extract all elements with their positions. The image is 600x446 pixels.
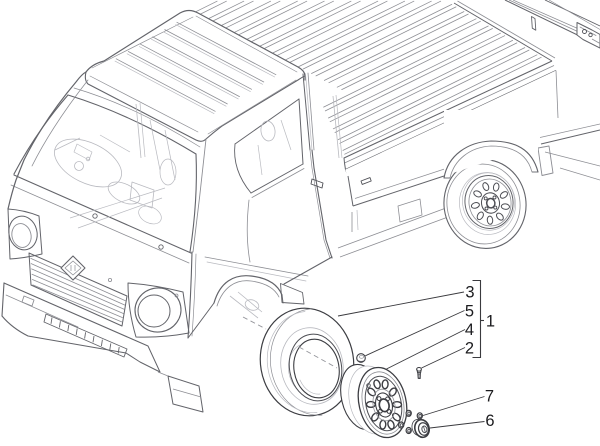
wheel-nuts xyxy=(398,409,423,435)
bed-floor-ribs xyxy=(195,0,542,155)
rear-fender xyxy=(443,110,539,179)
exploded-wheel-assembly xyxy=(259,307,431,439)
cab-fill xyxy=(2,10,332,410)
callout-2: 2 xyxy=(465,340,474,358)
wheel-rim xyxy=(340,363,408,439)
valve-cap xyxy=(356,353,366,363)
callout-5: 5 xyxy=(465,303,474,321)
callout-1: 1 xyxy=(486,313,495,331)
front-grille xyxy=(28,252,128,327)
front-bumper xyxy=(1,282,161,373)
cab-interior-lines xyxy=(54,102,177,229)
cab-roof xyxy=(84,9,306,142)
hub-cap xyxy=(411,418,431,439)
axis-dash-a xyxy=(242,316,267,330)
wheel-bolt xyxy=(416,367,422,379)
callout-4: 4 xyxy=(465,321,474,339)
chassis xyxy=(337,145,600,258)
tire xyxy=(259,307,355,417)
callout-3: 3 xyxy=(465,284,474,302)
front-wheel-arch xyxy=(157,251,305,413)
a-pillar-left xyxy=(7,71,89,210)
cab xyxy=(1,9,343,413)
rim-hole-ring xyxy=(365,379,403,430)
front-lamps xyxy=(7,208,190,338)
callout-leader-lines xyxy=(337,291,485,429)
bed-tailgate xyxy=(453,0,600,62)
group-bracket xyxy=(472,279,482,359)
callout-6: 6 xyxy=(485,412,494,430)
rim-hole-ring xyxy=(376,396,392,414)
callout-7: 7 xyxy=(485,388,494,406)
cab-bed-gap xyxy=(332,94,343,159)
cab-door-side xyxy=(192,72,333,285)
